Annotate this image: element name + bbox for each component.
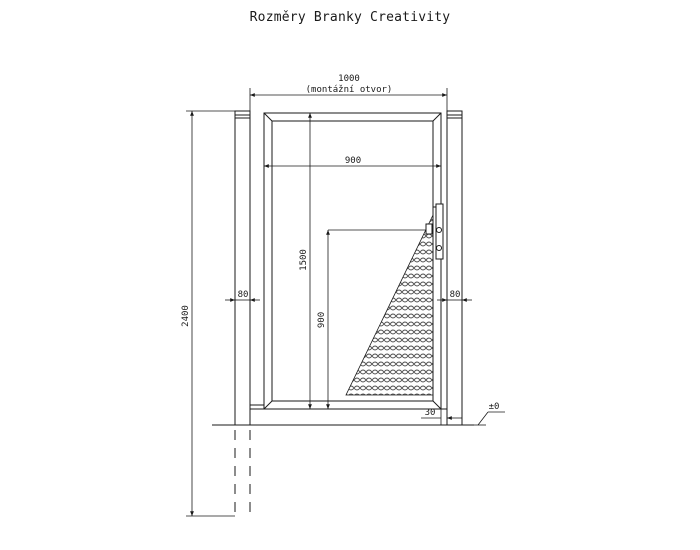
- dimension-80-left-label: 80: [238, 290, 249, 300]
- dimension-900-width: [263, 160, 442, 172]
- lock-handle: [425, 203, 444, 260]
- dimension-900-width-label: 900: [345, 156, 361, 166]
- dimension-30: [421, 409, 462, 425]
- dimension-1000-label: 1000: [338, 74, 360, 84]
- ground-level-label: ±0: [489, 402, 500, 412]
- ground-level-marker: [470, 411, 505, 426]
- dimension-80-right-label: 80: [450, 290, 461, 300]
- mesh-panel: [345, 214, 434, 396]
- gate-leaf: [250, 112, 447, 410]
- dimension-1000-note: (montážní otvor): [306, 85, 393, 95]
- post-foundation: [234, 430, 251, 516]
- dimension-30-label: 30: [425, 408, 436, 418]
- dimension-900-height: [326, 229, 426, 409]
- drawing-title: Rozměry Branky Creativity: [249, 10, 451, 25]
- left-post: [234, 110, 251, 426]
- dimension-2400-label: 2400: [181, 305, 191, 327]
- right-post: [446, 110, 463, 426]
- dimension-1000: [249, 88, 448, 111]
- dimension-1500-label: 1500: [299, 249, 309, 271]
- dimension-2400: [186, 110, 235, 517]
- dimension-900-height-label: 900: [317, 312, 327, 328]
